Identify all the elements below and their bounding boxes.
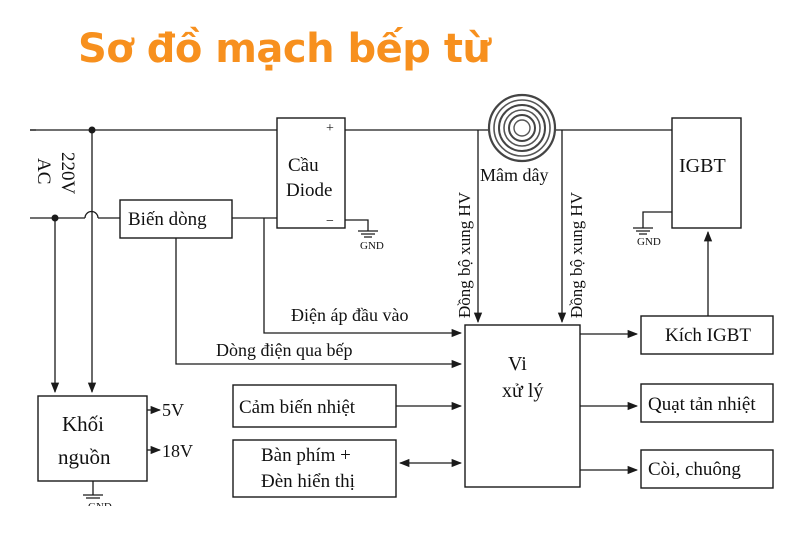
igbt-driver-box (640, 315, 774, 355)
mcu-box (464, 324, 581, 488)
fan-box (640, 383, 774, 423)
igbt-gnd-label: GND (637, 236, 661, 248)
output-5v-label: 5V (162, 400, 184, 420)
mcu-label-2: xử lý (502, 380, 543, 402)
fan-label: Quạt tản nhiệt (648, 394, 756, 415)
temp-sensor-box (232, 384, 397, 428)
temp-sensor-label: Cảm biến nhiệt (239, 397, 356, 418)
sync-hv-left-label: Đồng bộ xung HV (455, 191, 474, 318)
input-voltage-label: 220V (57, 152, 78, 195)
current-transformer-label: Biến dòng (128, 209, 207, 230)
power-gnd-label: GND (88, 501, 112, 513)
power-supply-label-1: Khối (62, 412, 104, 436)
input-type-label: AC (33, 158, 54, 184)
ac-input-lines (30, 126, 672, 222)
igbt-box (671, 117, 742, 229)
power-supply-box (37, 395, 148, 482)
coil-icon (487, 93, 557, 163)
diode-bridge-label-1: Cầu (288, 155, 319, 176)
output-18v-label: 18V (162, 441, 193, 461)
bridge-gnd-label: GND (360, 240, 384, 252)
igbt-label: IGBT (679, 155, 726, 177)
keypad-label-1: Bàn phím + (261, 445, 351, 466)
input-voltage-signal-label: Điện áp đầu vào (291, 305, 408, 325)
keypad-label-2: Đèn hiển thị (261, 471, 355, 492)
power-supply-label-2: nguồn (58, 445, 111, 469)
diode-bridge-label-2: Diode (286, 180, 332, 201)
diode-bridge-box (276, 117, 346, 229)
bridge-minus-label: − (326, 214, 334, 229)
coil-label: Mâm dây (480, 165, 548, 185)
buzzer-label: Còi, chuông (648, 459, 741, 480)
bridge-plus-label: + (326, 121, 334, 136)
sync-hv-right-label: Đồng bộ xung HV (567, 191, 586, 318)
igbt-driver-label: Kích IGBT (665, 325, 751, 346)
buzzer-box (640, 449, 774, 489)
keypad-display-box (232, 439, 397, 498)
current-signal-label: Dòng điện qua bếp (216, 340, 352, 360)
page-title: Sơ đồ mạch bếp từ (78, 26, 491, 72)
mcu-label-1: Vi (508, 353, 527, 375)
